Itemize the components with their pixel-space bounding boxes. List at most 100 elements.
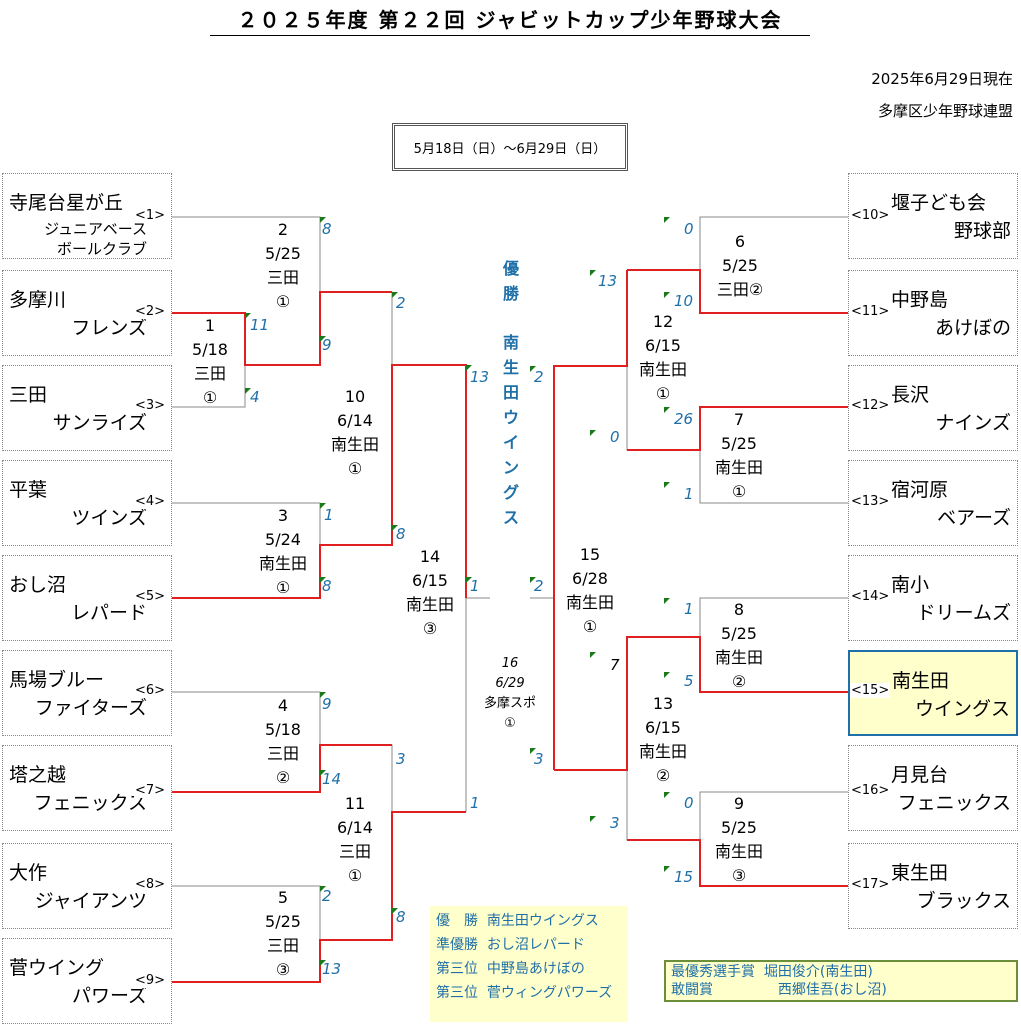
team-15-winner: 南生田 ウイングス xyxy=(848,650,1018,736)
team-name-line3: ボールクラブ xyxy=(56,240,147,258)
seed-label: <3> xyxy=(134,398,167,413)
match-number: 5 xyxy=(277,888,289,907)
team-8: 大作 ジャイアンツ xyxy=(2,843,172,929)
page-title: ２０２５年度 第２２回 ジャビットカップ少年野球大会 xyxy=(210,4,810,36)
match-venue: 南生田 xyxy=(565,593,614,612)
match-field: ① xyxy=(347,459,363,478)
match-venue: 三田 xyxy=(266,744,299,763)
match-venue: 多摩スポ xyxy=(483,696,536,711)
match-number: 2 xyxy=(277,220,289,239)
flag-icon xyxy=(664,407,670,413)
match-field: ② xyxy=(731,672,747,691)
team-name-line1: 中野島 xyxy=(891,289,949,311)
match-16-final: 16 6/29 多摩スポ ① xyxy=(478,654,542,734)
match-7: 7 5/25 南生田 ① xyxy=(706,408,772,504)
team-name-line2: レパード xyxy=(70,602,147,624)
organizer: 多摩区少年野球連盟 xyxy=(877,102,1013,120)
score: 1 xyxy=(684,485,694,503)
match-venue: 南生田 xyxy=(714,842,763,861)
match-number: 9 xyxy=(733,794,745,813)
result-team: 南生田ウイングス xyxy=(486,913,599,929)
seed-label: <13> xyxy=(850,494,891,509)
flag-icon xyxy=(392,908,398,914)
match-number: 7 xyxy=(733,410,745,429)
team-name-line2: フェニックス xyxy=(897,792,1011,814)
match-date: 5/25 xyxy=(721,434,757,453)
team-name-line1: 南小 xyxy=(891,574,930,596)
match-12: 12 6/15 南生田 ① xyxy=(630,310,696,406)
match-field: ① xyxy=(347,866,363,885)
result-rank: 第三位 xyxy=(436,961,478,977)
match-10: 10 6/14 南生田 ① xyxy=(322,385,388,481)
result-rank: 第三位 xyxy=(436,985,478,1001)
match-date: 5/25 xyxy=(265,244,301,263)
flag-icon xyxy=(664,672,670,678)
score: 26 xyxy=(674,410,694,428)
win-lines xyxy=(172,269,848,983)
flag-icon xyxy=(320,886,326,892)
match-venue: 南生田 xyxy=(714,458,763,477)
team-17: 東生田 ブラックス xyxy=(848,843,1018,929)
vertical-char: 南 xyxy=(502,333,519,352)
award-name: 最優秀選手賞 xyxy=(671,964,755,980)
match-date: 5/25 xyxy=(721,818,757,837)
team-name-line1: 多摩川 xyxy=(9,289,67,311)
team-name-line2: ウイングス xyxy=(914,698,1010,720)
team-name-line2: ドリームズ xyxy=(916,602,1011,624)
seed-label: <6> xyxy=(134,683,167,698)
score: 2 xyxy=(534,577,544,595)
match-15: 15 6/28 南生田 ① xyxy=(557,543,623,639)
team-name-line2: フレンズ xyxy=(71,317,147,339)
score: 14 xyxy=(322,770,342,788)
team-name-line1: おし沼 xyxy=(9,574,67,596)
match-5: 5 5/25 三田 ③ xyxy=(255,886,311,982)
match-venue: 三田 xyxy=(266,268,299,287)
match-date: 6/15 xyxy=(645,336,681,355)
result-row: 第三位 中野島あけぼの xyxy=(436,957,622,981)
match-field: ① xyxy=(655,384,671,403)
score: 0 xyxy=(610,428,620,446)
match-field: ① xyxy=(275,292,291,311)
result-row: 第三位 菅ウィングパワーズ xyxy=(436,981,622,1005)
team-name-line2: ジュニアベース xyxy=(44,220,147,238)
team-name-line1: 平葉 xyxy=(9,479,48,501)
score: 2 xyxy=(322,887,332,905)
flag-icon xyxy=(392,292,398,298)
flag-icon xyxy=(320,217,326,223)
score: 3 xyxy=(396,750,406,768)
awards: 最優秀選手賞 堀田俊介(南生田) 敢闘賞 西郷佳吾(おし沼) xyxy=(664,960,1018,1002)
score: 8 xyxy=(322,577,332,595)
team-name-line1: 馬場ブルー xyxy=(9,669,105,691)
flag-icon xyxy=(664,792,670,798)
score: 0 xyxy=(684,220,694,238)
match-date: 5/25 xyxy=(721,624,757,643)
match-number: 4 xyxy=(277,696,289,715)
champion-team: 南生田ウイングス xyxy=(500,330,522,530)
match-venue: 南生田 xyxy=(714,648,763,667)
team-name-line1: 大作 xyxy=(9,862,48,884)
vertical-char: ン xyxy=(502,458,519,477)
flag-icon xyxy=(590,430,596,436)
flag-icon xyxy=(392,525,398,531)
award-row: 敢闘賞 西郷佳吾(おし沼) xyxy=(671,981,1011,999)
seed-label: <8> xyxy=(134,877,167,892)
match-11: 11 6/14 三田 ① xyxy=(325,792,385,888)
flag-icon xyxy=(664,866,670,872)
match-date: 5/25 xyxy=(265,912,301,931)
result-team: おし沼レパード xyxy=(486,937,585,953)
vertical-char: 田 xyxy=(502,383,519,402)
as-of-date: 2025年6月29日現在 xyxy=(871,70,1013,88)
flag-icon xyxy=(664,598,670,604)
team-16: 月見台 フェニックス xyxy=(848,745,1018,831)
score: 9 xyxy=(322,336,332,354)
match-field: ② xyxy=(275,768,291,787)
seed-label: <16> xyxy=(850,783,891,798)
seed-label: <4> xyxy=(134,494,167,509)
match-number: 15 xyxy=(579,545,601,564)
team-name-line2: あけぼの xyxy=(934,317,1011,339)
team-name-line2: ベアーズ xyxy=(937,507,1011,529)
team-name-line1: 月見台 xyxy=(891,764,949,786)
match-number: 16 xyxy=(501,656,519,671)
match-13: 13 6/15 南生田 ② xyxy=(630,692,696,788)
result-row: 優 勝 南生田ウイングス xyxy=(436,909,622,933)
